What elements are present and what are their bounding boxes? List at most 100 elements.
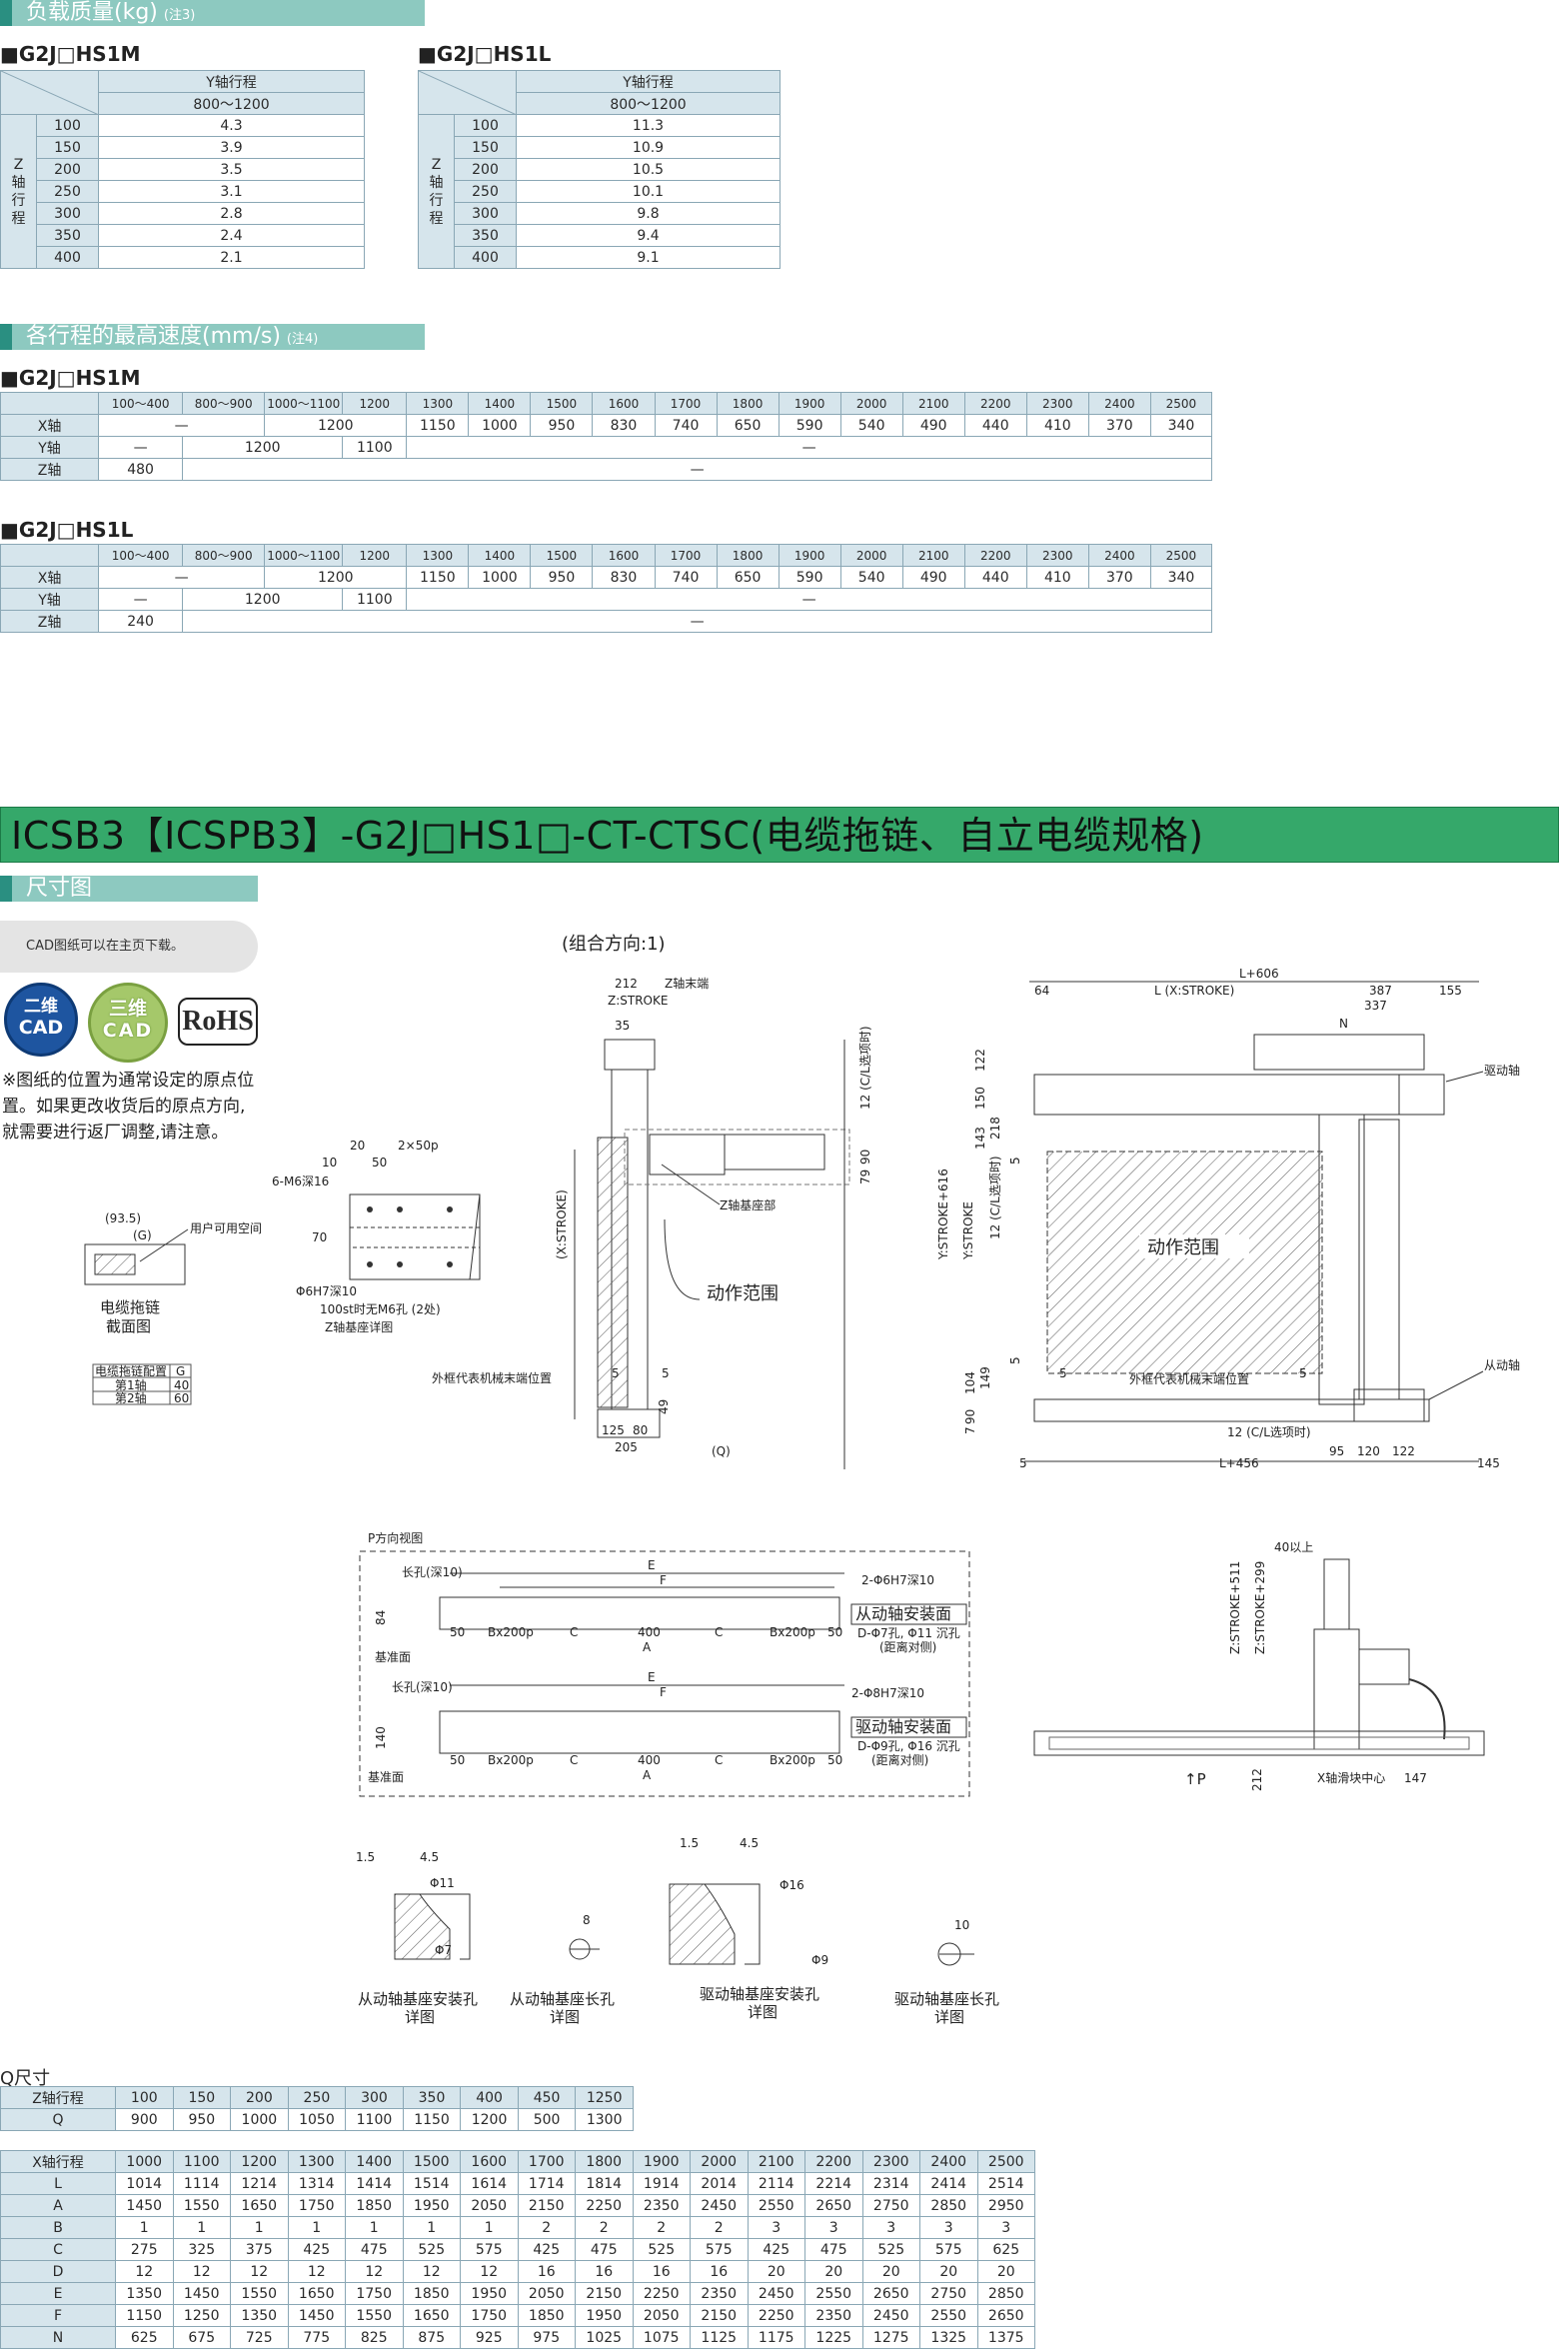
dim-387: 387 (1369, 984, 1392, 998)
load-value-cell: 10.5 (516, 158, 781, 181)
cad-2d-bottom: CAD (18, 1017, 64, 1039)
x-value-cell: 20 (976, 2260, 1035, 2283)
z-stroke-cell: 200 (36, 158, 99, 181)
cl-option-vertical: 12 (C/L选项时) (858, 1026, 872, 1110)
x-speed-cell: 1200 (264, 414, 408, 437)
x-row-label: D (0, 2260, 116, 2283)
dim-5a: 5 (612, 1366, 620, 1380)
q-head-label: Z轴行程 (0, 2086, 116, 2109)
cad-2d-badge[interactable]: 二维 CAD (4, 983, 78, 1057)
x-head-cell: 2200 (804, 2150, 863, 2173)
x-axis-label: X轴 (0, 566, 100, 589)
speed-header-cell: 1300 (406, 544, 470, 567)
q-value-cell: 1100 (345, 2108, 404, 2131)
x-value-cell: 3 (976, 2216, 1035, 2239)
x-head-cell: 2100 (747, 2150, 805, 2173)
two-50p: 2×50p (398, 1139, 439, 1153)
speed-header-cell: 2100 (901, 544, 965, 567)
x-value-cell: 2650 (976, 2304, 1035, 2327)
speed-header-cell: 1400 (468, 392, 532, 415)
dim-212b: 212 (1250, 1768, 1264, 1791)
x-value-cell: 20 (804, 2260, 863, 2283)
l-x-stroke: L (X:STROKE) (1154, 984, 1234, 998)
x-value-cell: 1114 (172, 2172, 231, 2195)
speed-header-cell: 1500 (530, 544, 594, 567)
cable-section-drawing: (93.5) (G) 用户可用空间 电缆拖链 截面图 (84, 1211, 262, 1335)
speed-header-cell: 2300 (1025, 392, 1089, 415)
x-value-cell: 1850 (402, 2282, 461, 2305)
x-value-cell: 2 (575, 2216, 634, 2239)
x-value-cell: 1150 (115, 2304, 174, 2327)
speed-table-model: ■G2J□HS1M (0, 366, 141, 390)
d3-45: 4.5 (740, 1836, 759, 1850)
load-value-cell: 2.1 (98, 246, 365, 269)
rohs-badge: RoHS (178, 998, 258, 1046)
x-value-cell: 1614 (460, 2172, 519, 2195)
speed-header-cell: 1200 (342, 392, 408, 415)
forty-above: 40以上 (1274, 1540, 1313, 1554)
dim-49: 49 (657, 1399, 671, 1414)
base-face-1: 基准面 (375, 1650, 411, 1664)
x-value-cell: 1 (402, 2216, 461, 2239)
dim-section-title: 尺寸图 (26, 876, 93, 901)
x-value-cell: 1814 (575, 2172, 634, 2195)
z-base-label: Z轴基座部 (720, 1197, 776, 1212)
speed-header-cell: 100～400 (98, 544, 184, 567)
x-value-cell: 1914 (632, 2172, 691, 2195)
dim-149: 149 (978, 1366, 992, 1389)
y-rest-cell: — (406, 588, 1212, 611)
x-stroke-vertical: (X:STROKE) (555, 1189, 569, 1259)
orientation-label: (组合方向:1) (562, 934, 666, 955)
x-value-cell: 925 (460, 2326, 519, 2349)
dim-5c: 5 (1008, 1157, 1022, 1165)
cad-3d-badge[interactable]: 三维 CAD (88, 983, 168, 1063)
z-rest-cell: — (182, 458, 1212, 481)
d4-10: 10 (954, 1918, 969, 1932)
top-view: L+606 64 L (X:STROKE) 387 155 337 N 驱动轴 … (936, 967, 1520, 1470)
x-value-cell: 1514 (402, 2172, 461, 2195)
x-value-cell: 1325 (919, 2326, 978, 2349)
detail2-line1: 从动轴基座长孔 (510, 1990, 615, 2008)
q-head-cell: 100 (115, 2086, 174, 2109)
z-stroke-cell: 150 (454, 136, 517, 159)
x-speed-cell: 340 (1149, 566, 1213, 589)
dim-93-5: (93.5) (105, 1211, 141, 1225)
dim-10: 10 (322, 1156, 337, 1170)
x-axis-label: X轴 (0, 414, 100, 437)
outer-frame-top: 外框代表机械末端位置 (1129, 1371, 1249, 1386)
dim-337: 337 (1364, 999, 1387, 1013)
z-stroke-label: Z轴行程 (0, 114, 37, 269)
x-value-cell: 325 (172, 2238, 231, 2261)
z-base-detail: 2×50p 20 10 50 6-M6深16 70 Φ6H7深10 100st时… (272, 1139, 481, 1334)
dim-5e: 5 (1059, 1366, 1067, 1380)
dim-section-bar: 尺寸图 (0, 876, 258, 902)
x-row-label: N (0, 2326, 116, 2349)
dim-90b: 90 (963, 1409, 977, 1424)
x-head-cell: 1400 (345, 2150, 404, 2173)
x-value-cell: 3 (747, 2216, 805, 2239)
x-value-cell: 12 (230, 2260, 289, 2283)
dim-bx200p-3: Bx200p (488, 1753, 534, 1767)
detail4-line2: 详图 (934, 2008, 964, 2026)
corner-cell (0, 70, 99, 115)
load-value-cell: 3.9 (98, 136, 365, 159)
z-stroke-cell: 300 (454, 202, 517, 225)
cad-download-note[interactable]: CAD图纸可以在主页下载。 (0, 921, 258, 973)
speed-section-title: 各行程的最高速度(mm/s) (26, 324, 281, 349)
d1-phi7: Φ7 (435, 1943, 452, 1957)
z-first-cell: 240 (98, 610, 184, 633)
x-value-cell: 20 (861, 2260, 920, 2283)
dim-212: 212 (615, 977, 638, 991)
x-value-cell: 1125 (690, 2326, 749, 2349)
dim-c2: C (715, 1625, 723, 1639)
two-phi8h7: 2-Φ8H7深10 (851, 1686, 924, 1700)
x-value-cell: 1550 (345, 2304, 404, 2327)
x-value-cell: 1014 (115, 2172, 174, 2195)
x-value-cell: 2314 (861, 2172, 920, 2195)
detail3-line1: 驱动轴基座安装孔 (700, 1985, 819, 2003)
x-value-cell: 2 (632, 2216, 691, 2239)
x-value-cell: 2650 (861, 2282, 920, 2305)
x-speed-cell: 1150 (406, 414, 470, 437)
q-value-cell: 1000 (230, 2108, 289, 2131)
q-head-cell: 150 (172, 2086, 232, 2109)
